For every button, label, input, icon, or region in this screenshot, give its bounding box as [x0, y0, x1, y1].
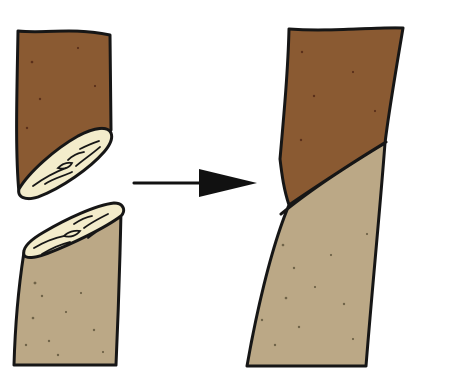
scion-piece	[17, 31, 112, 199]
joined-graft-stem-icon	[247, 28, 403, 366]
right-arrow-icon	[134, 169, 257, 197]
rootstock-piece	[14, 203, 124, 365]
arrow-head	[199, 169, 257, 197]
